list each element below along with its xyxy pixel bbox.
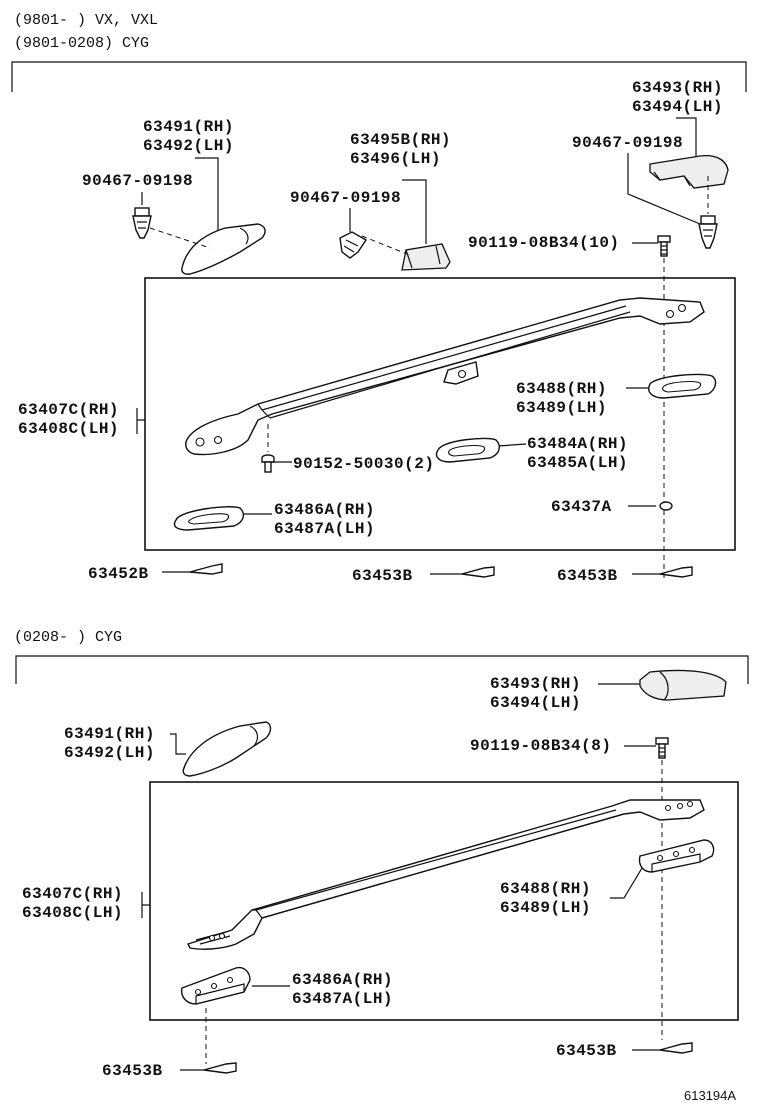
leader-63484a (497, 443, 527, 447)
label-90467-b: 90467-09198 (290, 189, 401, 207)
top-assembly-box (144, 277, 736, 551)
dash-clip-b (361, 235, 413, 257)
clip-90467-c (698, 215, 718, 249)
label-63484a: 63484A(RH) (527, 435, 628, 453)
label-b-63407c: 63407C(RH) (22, 885, 123, 903)
leader-63495b (402, 179, 427, 244)
end-cover-right-edge (653, 171, 691, 187)
b-end-cover-left-edge (249, 725, 259, 747)
label-63491: 63491(RH) (143, 118, 234, 136)
pad-63486a-slot (188, 513, 230, 525)
label-b-63492: 63492(LH) (64, 744, 155, 762)
bottom-assembly-box (149, 781, 739, 1021)
label-63487a: 63487A(LH) (274, 520, 375, 538)
label-63494: 63494(LH) (632, 98, 723, 116)
label-63489: 63489(LH) (516, 399, 607, 417)
dash-clip-a (149, 227, 211, 249)
label-b-63453b-b: 63453B (102, 1062, 163, 1080)
leader-b-63407c (141, 892, 150, 918)
label-90467-c: 90467-09198 (572, 134, 683, 152)
end-cover-small-edge (405, 245, 441, 269)
diagram-code: 613194A (684, 1088, 736, 1103)
label-63453b-a: 63453B (352, 567, 413, 585)
screw-90152 (261, 454, 275, 473)
label-b-90119: 90119-08B34(8) (470, 737, 611, 755)
label-b-63408c: 63408C(LH) (22, 904, 123, 922)
leader-b-63488 (610, 867, 643, 899)
label-63488: 63488(RH) (516, 380, 607, 398)
top-header-1: (9801- ) VX, VXL (14, 12, 158, 29)
label-63495b: 63495B(RH) (350, 131, 451, 149)
label-90467-a: 90467-09198 (82, 172, 193, 190)
end-cover-left-edge (239, 227, 249, 245)
end-cover-right (649, 154, 729, 189)
label-b-63487a: 63487A(LH) (292, 990, 393, 1008)
label-63486a: 63486A(RH) (274, 501, 375, 519)
label-63496: 63496(LH) (350, 150, 441, 168)
bottom-header: (0208- ) CYG (14, 629, 122, 646)
clip-63453b-b (659, 566, 693, 578)
roof-rail-top (185, 297, 705, 456)
leader-90467-c (627, 153, 701, 225)
label-63407c: 63407C(RH) (18, 401, 119, 419)
leader-63493 (676, 117, 697, 160)
top-group-bracket (11, 61, 747, 92)
label-b-63453b-a: 63453B (556, 1042, 617, 1060)
b-end-cover-right-edge (659, 671, 669, 701)
label-b-63489: 63489(LH) (500, 899, 591, 917)
bottom-group-bracket (15, 655, 749, 684)
b-clip-63453b-b (203, 1062, 237, 1074)
label-b-63494: 63494(LH) (490, 694, 581, 712)
label-63437a: 63437A (551, 498, 612, 516)
clip-63453b-a (461, 566, 495, 578)
top-header-2: (9801-0208) CYG (14, 35, 149, 52)
label-63408c: 63408C(LH) (18, 420, 119, 438)
end-cover-left (181, 223, 266, 275)
label-90152: 90152-50030(2) (293, 455, 434, 473)
label-b-63493: 63493(RH) (490, 675, 581, 693)
leader-63407c (136, 408, 145, 434)
label-63492: 63492(LH) (143, 137, 234, 155)
grommet-63437a (659, 501, 673, 511)
leader-63491 (195, 157, 219, 230)
b-screw-90119 (655, 737, 669, 759)
label-b-63491: 63491(RH) (64, 725, 155, 743)
clip-90467-a (132, 207, 152, 239)
leader-b-63491 (170, 733, 186, 755)
label-63452b: 63452B (88, 565, 149, 583)
pad-63484a-slot (448, 445, 486, 457)
clip-90467-b (339, 231, 367, 259)
label-63485a: 63485A(LH) (527, 454, 628, 472)
b-bracket-63486a (180, 966, 251, 1005)
label-90119: 90119-08B34(10) (468, 234, 620, 252)
label-63453b-b: 63453B (557, 567, 618, 585)
label-63493: 63493(RH) (632, 79, 723, 97)
b-clip-63453b-a (659, 1042, 693, 1054)
end-cover-small (401, 243, 451, 271)
b-end-cover-left (182, 721, 272, 777)
label-b-63488: 63488(RH) (500, 880, 591, 898)
b-end-cover-right (639, 669, 727, 701)
b-bracket-63488 (638, 839, 715, 873)
label-b-63486a: 63486A(RH) (292, 971, 393, 989)
roof-rail-bottom (187, 799, 705, 950)
screw-90119 (657, 235, 671, 257)
pad-63488-slot (662, 381, 702, 393)
clip-63452b (189, 563, 223, 575)
